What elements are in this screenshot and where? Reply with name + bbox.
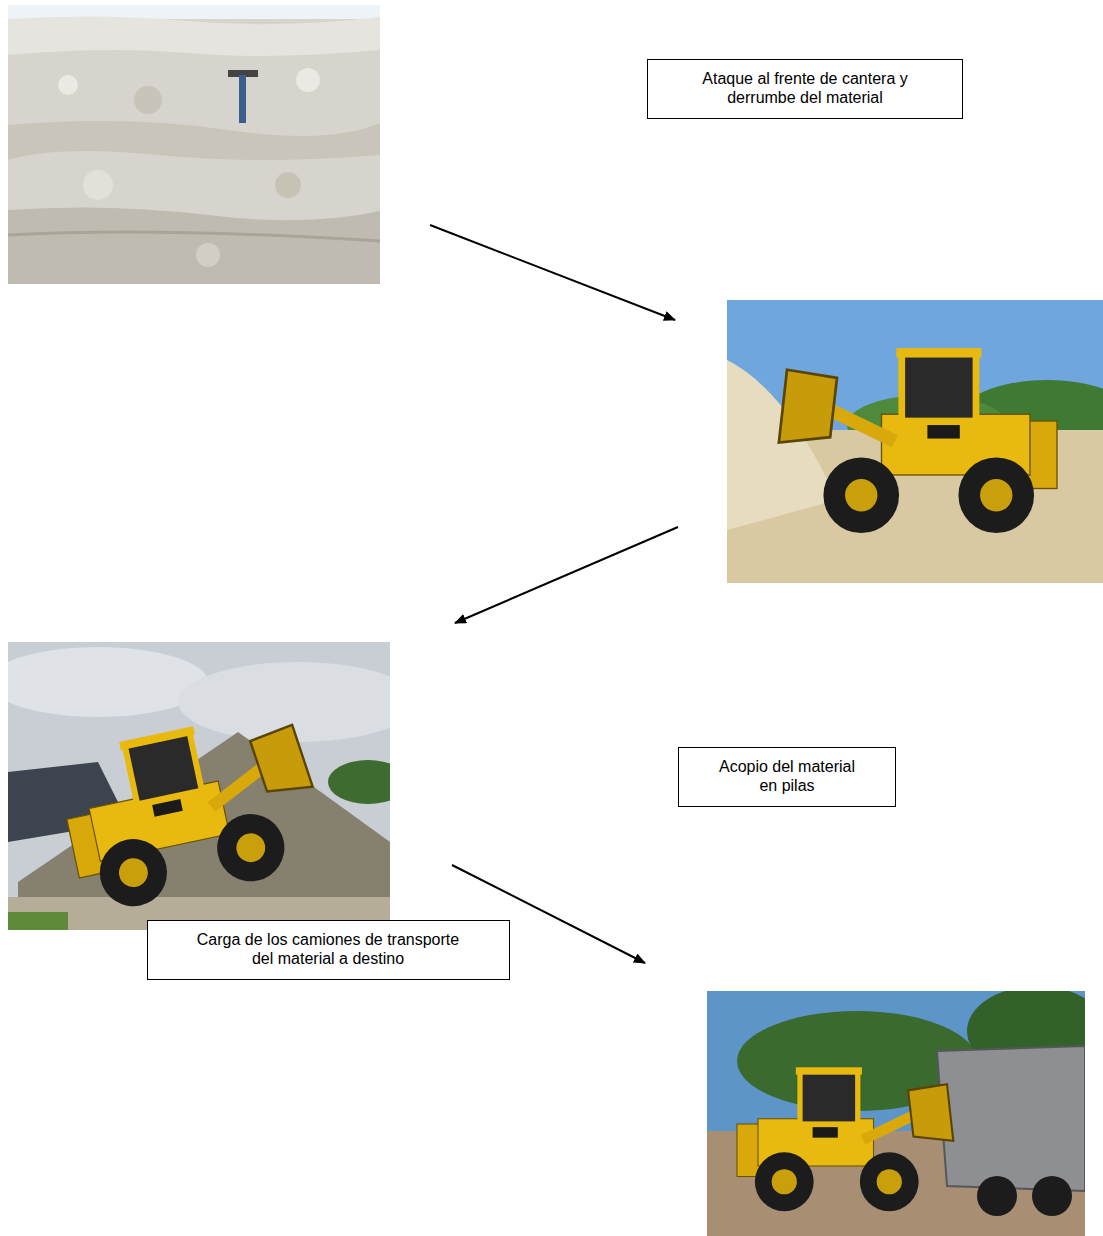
quarry-face-photo [8,5,380,284]
box-label: Carga de los camiones de transporte del … [191,930,466,968]
stockpile-photo [0,642,418,930]
rock-layer [8,232,380,241]
flow-arrow [430,225,675,320]
rock-face [8,5,380,284]
truck-wheel [1032,1176,1072,1216]
rock-layer [8,16,380,55]
rock-texture [275,172,301,198]
truck-loading-photo [707,986,1103,1236]
rock-texture [83,170,113,200]
rock-texture [196,243,220,267]
truck-body [937,1046,1085,1191]
process-box: Carga de los camiones de transporte del … [147,920,510,980]
flow-arrow [455,527,678,623]
trees [328,760,408,804]
hammer-handle [239,75,246,123]
cloud [0,647,208,717]
rock-texture [58,75,78,95]
grass [8,912,68,930]
cloud [178,662,418,742]
truck-wheel [977,1176,1017,1216]
sky [727,300,1103,583]
process-box: Acopio del material en pilas [678,747,896,807]
rock-layer [8,121,380,160]
wheel-loader [53,705,329,917]
box-label: Acopio del material en pilas [718,757,856,795]
rock-layer [8,207,380,284]
rock-texture [134,86,162,114]
box-label: Ataque al frente de cantera y derrumbe d… [674,69,936,107]
wheel-loader [779,348,1057,533]
rock-texture [296,68,320,92]
wheel-loader [737,1067,953,1211]
loader-photo [727,300,1103,583]
process-box: Ataque al frente de cantera y derrumbe d… [647,59,963,119]
